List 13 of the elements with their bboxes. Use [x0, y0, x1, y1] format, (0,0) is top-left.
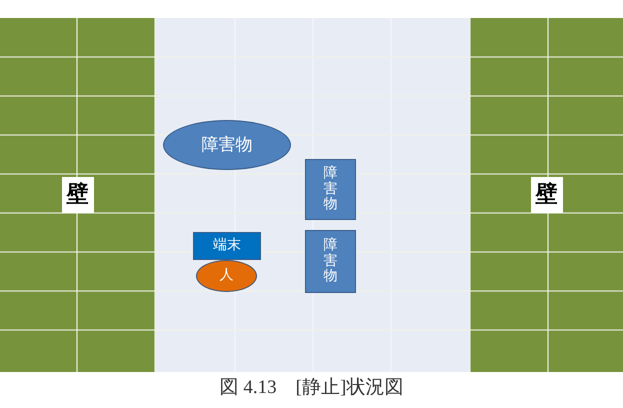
obstacle-box — [305, 230, 356, 293]
wall-label: 壁 — [530, 176, 562, 214]
wall-band — [0, 18, 155, 372]
wall-band — [470, 18, 623, 372]
terminal-label: 端末 — [213, 238, 241, 254]
obstacle-box — [305, 159, 356, 220]
wall-label: 壁 — [62, 176, 94, 214]
terminal-box — [193, 232, 261, 260]
obstacle-label: 障害物 — [324, 238, 338, 285]
obstacle-label: 障害物 — [324, 166, 338, 213]
obstacle-label: 障害物 — [202, 136, 252, 154]
person-label: 人 — [220, 268, 234, 284]
figure-caption: 図 4.13 [静止]状況図 — [218, 376, 404, 400]
